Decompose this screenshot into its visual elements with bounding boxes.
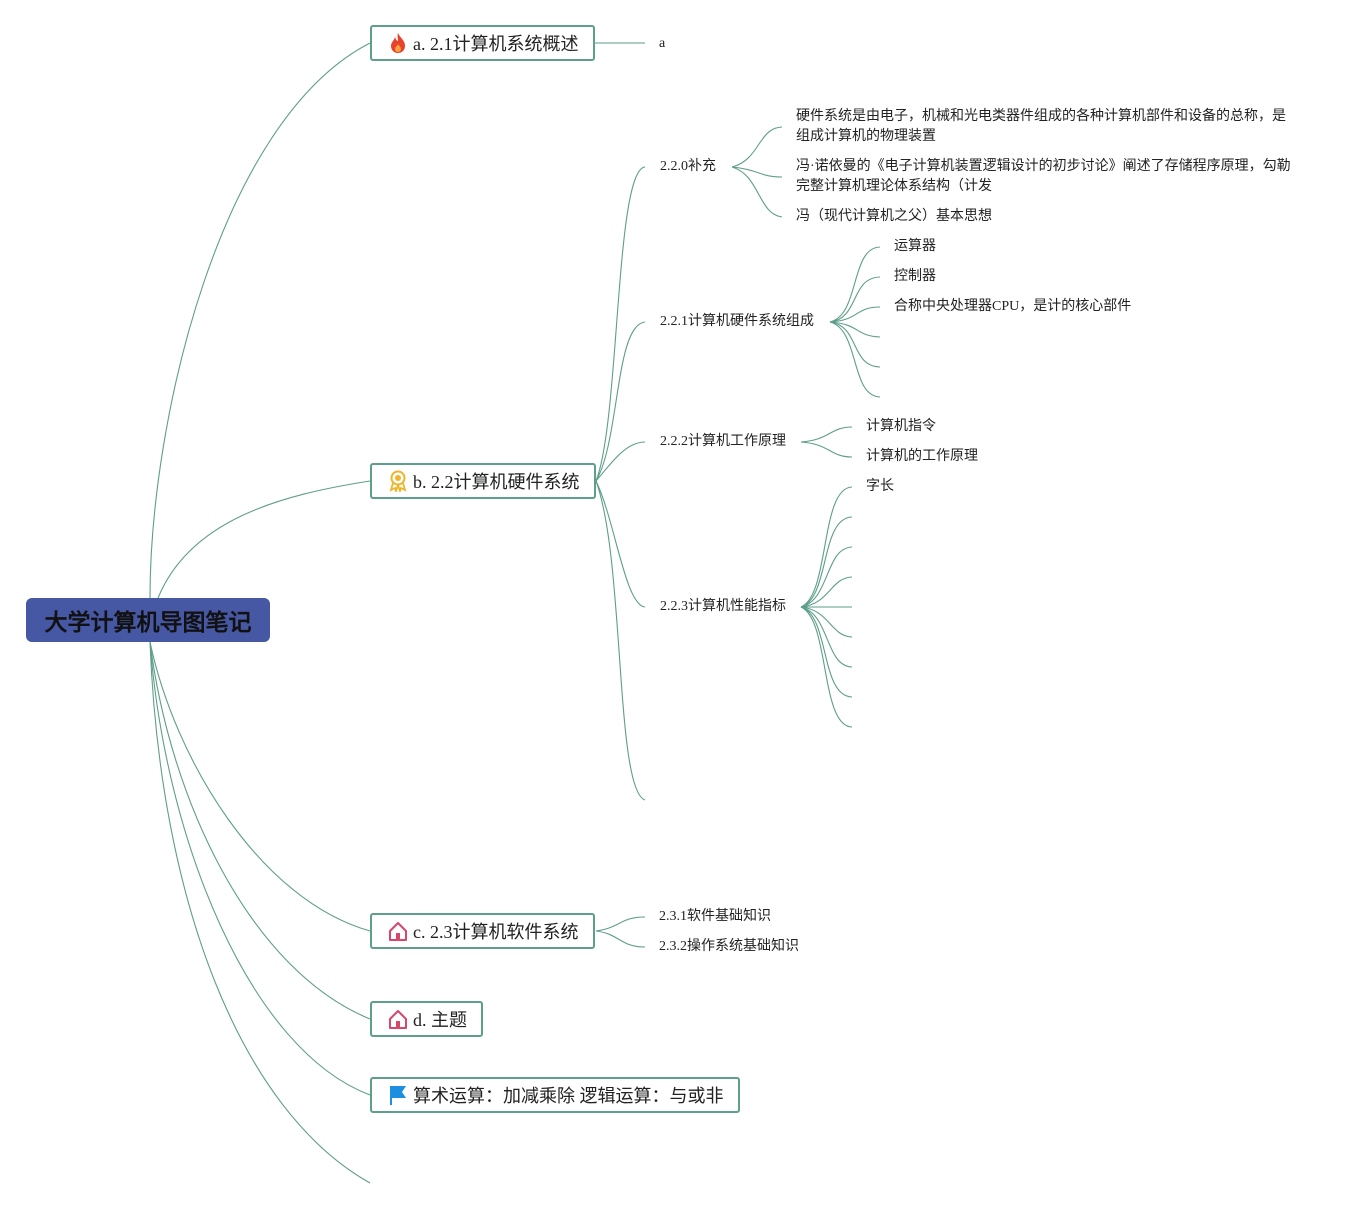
- topic-d-label: d. 主题: [413, 1010, 467, 1030]
- home-icon: [388, 920, 408, 942]
- link-b-s2: [595, 441, 646, 482]
- link-root-b: [157, 480, 371, 599]
- topic-a-label: a. 2.1计算机系统概述: [413, 34, 579, 54]
- link-b-s0: [595, 166, 646, 482]
- topic-c-label: c. 2.3计算机软件系统: [413, 922, 579, 942]
- subtopic-2-2-0[interactable]: 2.2.0补充: [660, 159, 716, 174]
- topic-e[interactable]: 算术运算：加减乘除 逻辑运算：与或非: [370, 1077, 740, 1113]
- list-item[interactable]: 冯（现代计算机之父）基本思想: [796, 209, 992, 224]
- link-root-d: [149, 641, 371, 1020]
- link-root-e: [149, 641, 371, 1096]
- list-item[interactable]: 运算器: [894, 239, 936, 254]
- topic-b[interactable]: b. 2.2计算机硬件系统: [370, 463, 596, 499]
- list-item[interactable]: 控制器: [894, 269, 936, 284]
- list-item[interactable]: 字长: [866, 479, 894, 494]
- root-topic[interactable]: 大学计算机导图笔记: [26, 598, 270, 642]
- subtopic-2-3-2[interactable]: 2.3.2操作系统基础知识: [659, 939, 799, 954]
- link-root-a: [149, 42, 371, 599]
- topic-e-label: 算术运算：加减乘除 逻辑运算：与或非: [413, 1086, 724, 1106]
- link-b-s4: [595, 480, 646, 801]
- link-root-c: [149, 641, 371, 932]
- fire-icon: [388, 32, 408, 54]
- list-item[interactable]: 冯·诺依曼的《电子计算机装置逻辑设计的初步讨论》阐述了存储程序原理，勾勒完整计算…: [796, 159, 1291, 194]
- link-b-s1: [595, 321, 646, 482]
- subtopic-2-2-1[interactable]: 2.2.1计算机硬件系统组成: [660, 314, 814, 329]
- topic-a[interactable]: a. 2.1计算机系统概述: [370, 25, 595, 61]
- subtopic-2-3-1[interactable]: 2.3.1软件基础知识: [659, 909, 771, 924]
- flag-icon: [388, 1084, 408, 1106]
- list-item[interactable]: 计算机指令: [866, 419, 936, 434]
- root-topic-label: 大学计算机导图笔记: [44, 610, 252, 636]
- subtopic-2-2-2[interactable]: 2.2.2计算机工作原理: [660, 434, 786, 449]
- topic-b-label: b. 2.2计算机硬件系统: [413, 472, 580, 492]
- medal-icon: [388, 470, 408, 492]
- topic-a-child[interactable]: a: [659, 36, 666, 51]
- subtopic-2-2-3[interactable]: 2.2.3计算机性能指标: [660, 599, 786, 614]
- topic-c[interactable]: c. 2.3计算机软件系统: [370, 913, 595, 949]
- list-item[interactable]: 硬件系统是由电子，机械和光电类器件组成的各种计算机部件和设备的总称，是组成计算机…: [796, 109, 1286, 144]
- list-item[interactable]: 合称中央处理器CPU，是计的核心部件: [894, 299, 1132, 314]
- home-icon: [388, 1008, 408, 1030]
- link-root-f: [149, 641, 371, 1184]
- link-b-s3: [595, 480, 646, 608]
- topic-d[interactable]: d. 主题: [370, 1001, 483, 1037]
- list-item[interactable]: 计算机的工作原理: [866, 449, 978, 464]
